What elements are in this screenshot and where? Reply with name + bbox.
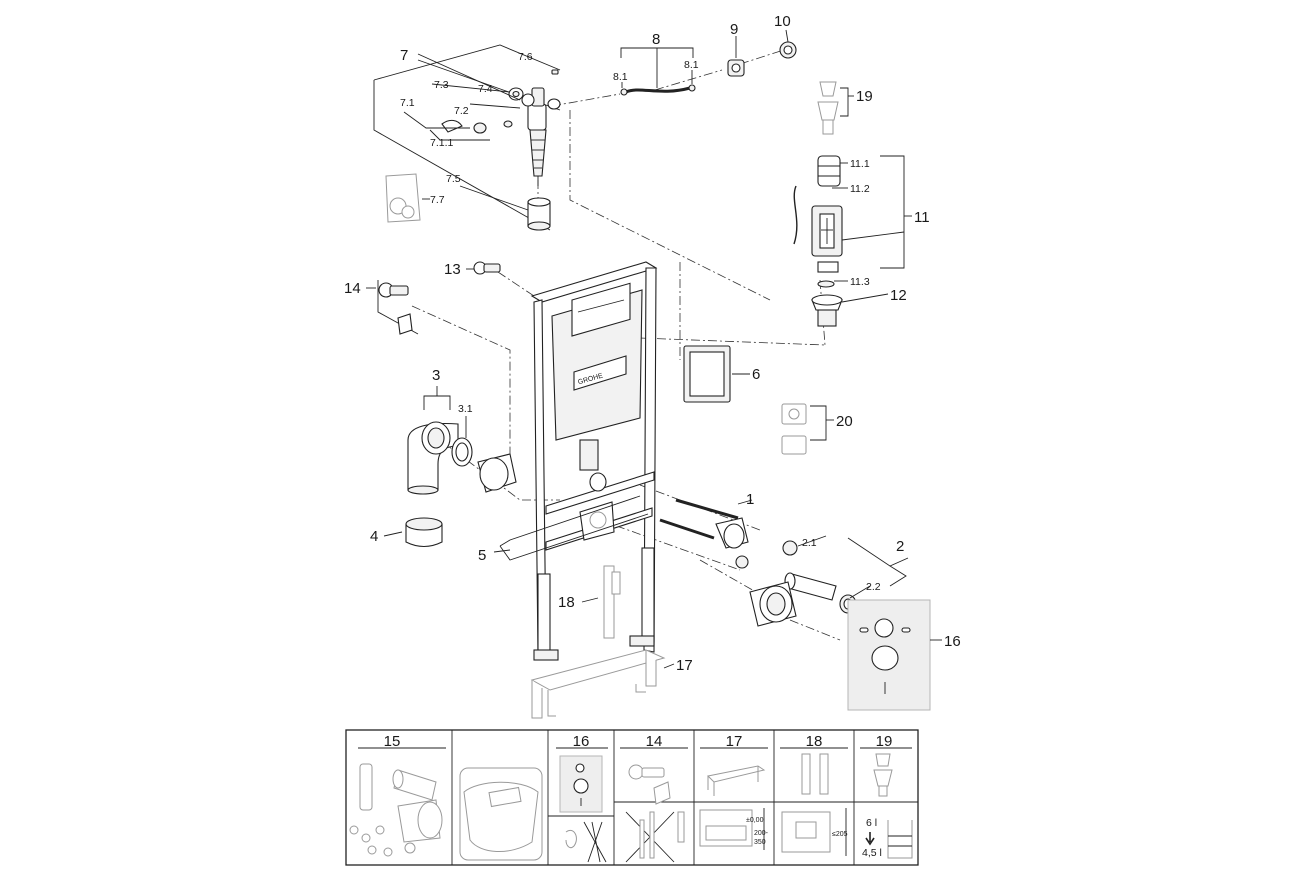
table-header-15: 15: [384, 733, 401, 750]
label-7-2: 7.2: [454, 105, 469, 117]
label-7-4: 7.4: [478, 83, 493, 95]
installation-frame: [530, 261, 658, 661]
table-header-18: 18: [806, 733, 823, 750]
cell-15-illustration: [349, 763, 443, 857]
seal-3-1: [451, 416, 473, 467]
label-6: 6: [752, 366, 760, 383]
label-7-3: 7.3: [434, 79, 449, 91]
bag-7-7: [385, 173, 430, 223]
label-11-3: 11.3: [850, 276, 870, 288]
bracket-5: [493, 495, 649, 561]
cell-19-illustration: 6 l 4,5 l: [862, 753, 913, 859]
leaders-7: [403, 53, 529, 211]
sound-insulation-16: [847, 599, 942, 711]
parts-7-small: [441, 69, 559, 134]
label-3-1: 3.1: [458, 403, 473, 415]
label-8: 8: [652, 31, 660, 48]
label-8-1-left: 8.1: [613, 71, 628, 83]
part-11-3-and-12: [811, 280, 889, 327]
valve-9: [727, 36, 745, 77]
cell-14-illustration: [625, 764, 685, 863]
label-16: 16: [944, 633, 961, 650]
label-10: 10: [774, 13, 791, 30]
float-11-1: [817, 155, 848, 187]
label-12: 12: [890, 287, 907, 304]
sleeve-7-5: [527, 197, 551, 231]
label-7-6: 7.6: [518, 51, 533, 63]
label-17: 17: [676, 657, 693, 674]
cap-4: [383, 517, 443, 548]
cable-11-2: [793, 185, 848, 245]
flush-valve-11: [811, 155, 912, 273]
table-header-14: 14: [646, 733, 663, 750]
cell-16-illustration: [559, 755, 607, 863]
flush-volume-large: 6 l: [866, 817, 877, 829]
part-18: [581, 565, 621, 639]
stand-17: [530, 649, 675, 719]
label-8-1-right: 8.1: [684, 59, 699, 71]
label-1: 1: [746, 491, 754, 508]
flush-volume-small: 4,5 l: [862, 847, 882, 859]
label-4: 4: [370, 528, 378, 545]
hose-8: [620, 47, 696, 96]
cell-17-illustration: ±0,00 200- 350: [699, 765, 769, 850]
label-7-1-1: 7.1.1: [430, 137, 454, 149]
bend-pipe-3: [407, 386, 459, 495]
dim-350-label: 350: [754, 839, 766, 846]
table-header-17: 17: [726, 733, 743, 750]
accessory-table: 15 16 14 17 18 19: [345, 729, 919, 866]
label-7-1: 7.1: [400, 97, 415, 109]
cap-10: [779, 29, 797, 59]
label-3: 3: [432, 367, 440, 384]
dim-205-label: ≤205: [832, 831, 848, 838]
label-7: 7: [400, 47, 408, 64]
label-5: 5: [478, 547, 486, 564]
actuator-frame-6: [683, 345, 750, 403]
dim-200-label: 200-: [754, 830, 769, 837]
part-20: [781, 403, 834, 455]
label-2: 2: [896, 538, 904, 555]
sleeve-connector: [477, 453, 517, 493]
label-2-1: 2.1: [802, 537, 817, 549]
bracket-13: [466, 261, 501, 275]
label-7-7: 7.7: [430, 194, 445, 206]
label-11-2: 11.2: [850, 183, 870, 195]
label-14: 14: [344, 280, 361, 297]
fill-valve-7: [527, 87, 561, 186]
part-19: [817, 81, 854, 135]
dim-zero-label: ±0,00: [746, 817, 764, 824]
rods-1: [659, 498, 753, 569]
cell-18-illustration: ≤205: [781, 753, 848, 856]
callout-labels: 7 7.6 7.3 7.4 7.1 7.2 7.1.1 7.5 7.7 8 8.…: [344, 13, 961, 674]
elbow-outlet: [749, 581, 797, 627]
assembly-lines: [411, 47, 841, 641]
label-11: 11: [914, 209, 930, 226]
label-13: 13: [444, 261, 461, 278]
label-9: 9: [730, 21, 738, 38]
label-18: 18: [558, 594, 575, 611]
label-7-5: 7.5: [446, 173, 461, 185]
cell-toilet-illustration: [459, 767, 543, 861]
table-header-19: 19: [876, 733, 893, 750]
label-2-2: 2.2: [866, 581, 881, 593]
table-header-16: 16: [573, 733, 590, 750]
label-11-1: 11.1: [850, 158, 870, 170]
label-20: 20: [836, 413, 853, 430]
label-19: 19: [856, 88, 873, 105]
bracket-14: [366, 280, 419, 335]
